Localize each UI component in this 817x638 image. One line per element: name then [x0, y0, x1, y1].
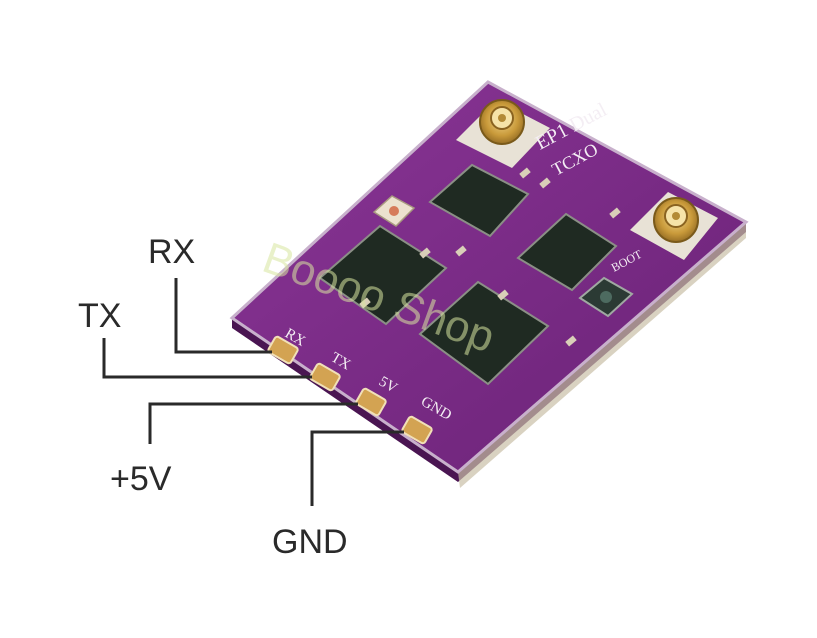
callout-line-5v	[148, 402, 358, 444]
callout-lines	[102, 278, 404, 506]
ufl-connector-1	[479, 99, 525, 145]
callout-label-5v: +5V	[110, 460, 172, 498]
pad-5v	[355, 387, 387, 417]
boot-button	[578, 276, 634, 318]
callout-line-rx	[174, 278, 272, 354]
pcb-board: EP1 Dual TCXO BOOT RX TX 5V GND Boooo Sh…	[229, 80, 749, 488]
solder-pads	[267, 335, 433, 445]
pad-gnd	[401, 415, 433, 445]
led	[372, 195, 416, 227]
chip-right	[516, 212, 618, 292]
pad-tx	[309, 362, 341, 392]
chip-top	[428, 163, 530, 238]
pcb-edge-light	[458, 222, 746, 488]
callout-line-tx	[102, 338, 312, 379]
pcb-surface	[229, 80, 749, 474]
chip-bottom	[418, 280, 550, 386]
callout-label-gnd: GND	[272, 523, 348, 561]
pad-rx	[267, 335, 299, 365]
callout-label-tx: TX	[78, 297, 121, 335]
chip-left	[318, 224, 448, 326]
ufl-connector-2	[653, 197, 699, 243]
smd-components	[359, 167, 621, 347]
callout-line-gnd	[310, 430, 404, 506]
callout-label-rx: RX	[148, 233, 195, 271]
